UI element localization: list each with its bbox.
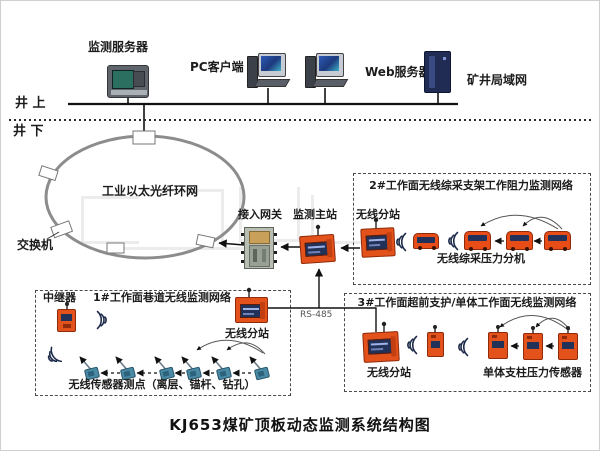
network1-sensor-label: 无线传感器测点（离层、锚杆、钻孔） [68,378,256,391]
network2-substation-icon [360,227,396,258]
network2-title: 2#工作面无线综采支架工作阻力监测网络 [369,179,573,192]
mine-lan-label: 矿井局域网 [467,73,528,87]
web-server-label: Web服务器 [365,65,431,79]
network1-substation-label: 无线分站 [225,327,269,340]
pressure-unit-icon [544,231,571,251]
master-station-label: 监测主站 [293,208,337,221]
pressure-unit-icon [413,233,439,250]
network1-substation-icon [235,297,268,323]
gateway-label: 接入网关 [238,208,282,221]
repeater-label: 中继器 [43,291,76,304]
prop-sensor-icon [488,332,508,359]
repeater-icon [57,309,76,332]
monitor-server-icon [107,65,149,98]
switch-label: 交换机 [17,238,54,252]
fiber-ring-label: 工业以太光纤环网 [101,184,198,198]
pc-client-label: PC客户端 [190,60,244,74]
network1-box [35,290,291,396]
pc-client-icon [247,53,291,89]
diagram-title: KJ653煤矿顶板动态监测系统结构图 [169,416,431,434]
pc-client-icon [305,53,349,89]
gateway-icon [241,227,277,269]
prop-sensor-icon [523,333,543,360]
network3-sensor-label: 单体支柱压力传感器 [483,366,582,379]
below-ground-label: 井 下 [13,124,44,139]
rs485-label: RS-485 [300,310,333,320]
pressure-unit-icon [506,231,533,251]
network1-title: 1#工作面巷道无线监测网络 [93,291,231,304]
prop-sensor-icon [427,332,444,357]
network3-substation-icon [362,331,400,363]
web-server-icon [424,51,451,93]
network3-substation-label: 无线分站 [367,366,411,379]
network3-box [344,293,591,392]
pressure-unit-icon [464,231,491,251]
master-station-icon [299,233,336,265]
above-ground-label: 井 上 [15,96,46,111]
network2-substation-label: 无线分站 [356,208,400,221]
network2-device-label: 无线综采压力分机 [437,252,525,265]
prop-sensor-icon [558,333,578,360]
monitor-server-label: 监测服务器 [88,40,149,54]
network3-title: 3#工作面超前支护/单体工作面无线监测网络 [357,296,577,309]
network2-box [353,173,591,285]
